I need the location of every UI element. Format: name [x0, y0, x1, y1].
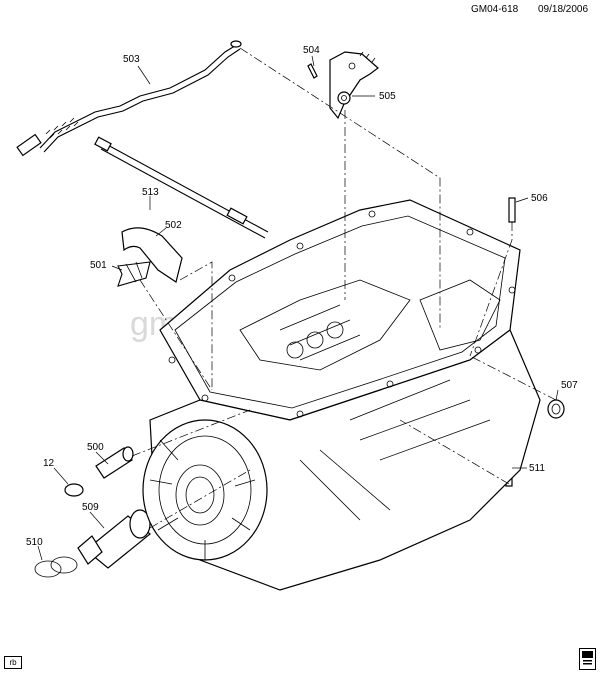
part-507-seal [547, 399, 565, 419]
part-501-clip [117, 261, 151, 287]
part-12-plug [64, 483, 84, 497]
callout-500: 500 [87, 442, 104, 453]
callout-509: 509 [82, 502, 99, 513]
document-icon [579, 648, 596, 670]
callout-503: 503 [123, 54, 140, 65]
diagram-code: GM04-618 [471, 4, 519, 15]
callout-504: 504 [303, 45, 320, 56]
alignment-lines [131, 47, 557, 529]
callout-511: 511 [529, 463, 545, 474]
diagram-date: 09/18/2006 [538, 4, 588, 15]
callout-501: 501 [90, 260, 107, 271]
part-502-shift-fork [121, 227, 183, 283]
page-icon [582, 651, 593, 665]
part-500-sleeve [95, 446, 134, 479]
callout-12: 12 [43, 458, 55, 469]
callout-506: 506 [531, 193, 548, 204]
part-505-detent-lever [329, 51, 379, 120]
callout-502: 502 [165, 220, 182, 231]
part-509-shaft [77, 509, 151, 569]
transmission-case [142, 199, 541, 591]
callout-510: 510 [26, 537, 43, 548]
corner-tag: rb [4, 656, 22, 669]
callout-513: 513 [142, 187, 159, 198]
callout-507: 507 [561, 380, 578, 391]
part-513-rod [94, 136, 269, 239]
part-510-o-rings [34, 556, 78, 578]
part-506-pin [508, 197, 516, 223]
leader-lines [37, 55, 559, 561]
part-503-shift-rod [16, 40, 242, 157]
part-504-pin [307, 63, 318, 79]
callout-505: 505 [379, 91, 396, 102]
